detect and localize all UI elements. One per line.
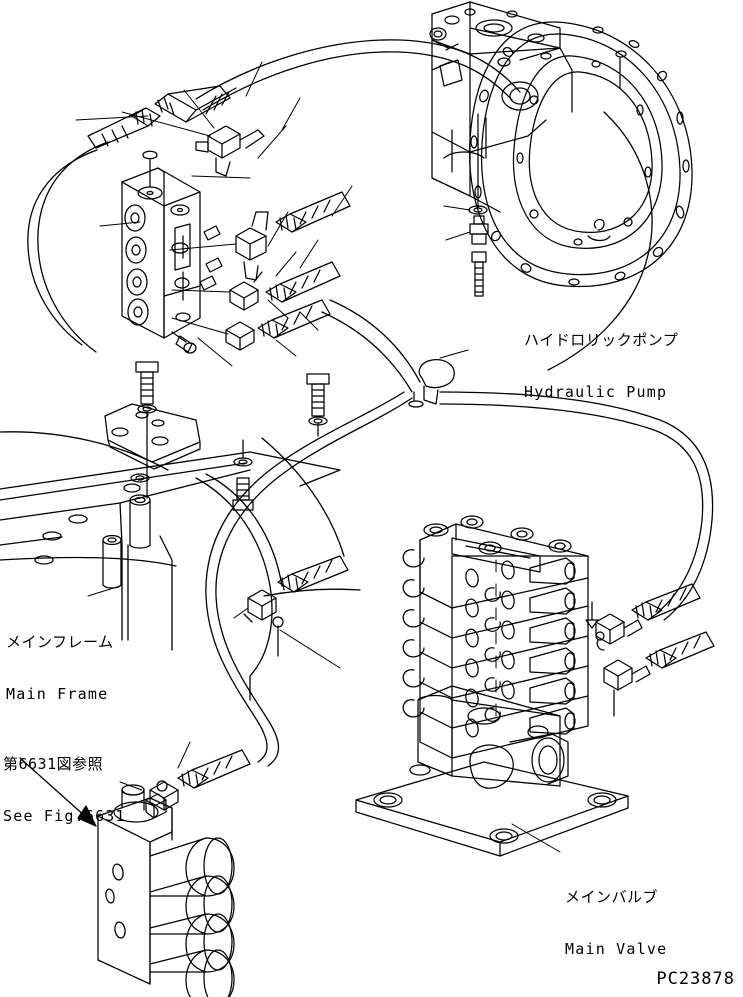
bolt xyxy=(135,361,159,405)
hose-end-ferrule xyxy=(257,299,331,339)
hose-end-ferrule xyxy=(277,555,349,593)
see-figure-arrow xyxy=(19,757,97,827)
main-frame xyxy=(0,451,341,701)
label-main-valve-en: Main Valve xyxy=(565,940,668,959)
elbow-fitting xyxy=(603,659,651,691)
mounting-bracket xyxy=(104,403,201,470)
main-valve-stack xyxy=(355,515,629,857)
bolt xyxy=(232,477,254,511)
label-see-figure: 第6631図参照 See Fig.6631 xyxy=(3,720,126,861)
label-hydraulic-pump-en: Hydraulic Pump xyxy=(524,383,668,402)
plug xyxy=(205,257,223,273)
label-main-frame: メインフレーム Main Frame xyxy=(6,598,114,739)
washer xyxy=(233,457,253,467)
valve-port-boss xyxy=(529,557,576,735)
spool-end-left xyxy=(402,549,425,718)
valve-ports xyxy=(465,560,515,738)
label-hydraulic-pump-jp: ハイドロリックポンプ xyxy=(524,330,679,349)
valve-check-plug xyxy=(484,587,501,722)
label-main-valve-jp: メインバルブ xyxy=(565,887,659,906)
hose-end-ferrule xyxy=(177,749,251,789)
elbow-fitting xyxy=(229,271,263,311)
bolt xyxy=(306,373,330,417)
pin xyxy=(156,780,168,792)
hose-end-ferrule xyxy=(87,107,161,149)
plug xyxy=(199,275,217,291)
spacer-collar xyxy=(102,534,122,589)
accumulator-block xyxy=(97,784,235,997)
cylinder xyxy=(149,837,235,897)
hose-fittings-left-lower xyxy=(233,555,349,669)
elbow-fitting xyxy=(195,125,265,177)
cylinder xyxy=(149,949,235,997)
main-valve-base-plate xyxy=(355,761,629,857)
label-hydraulic-pump: ハイドロリックポンプ Hydraulic Pump xyxy=(524,296,678,437)
label-main-valve: メインバルブ Main Valve xyxy=(565,853,667,994)
hardware-bolts-washers xyxy=(102,361,330,589)
elbow-fitting xyxy=(235,211,269,281)
elbow-fitting xyxy=(225,321,255,351)
hydraulic-pump-body xyxy=(429,1,693,288)
washer xyxy=(130,473,150,483)
hose-fittings-right-of-block xyxy=(199,191,351,351)
spacer-collar xyxy=(129,494,151,549)
accumulator-hose xyxy=(119,741,251,811)
hose-fittings-upper xyxy=(87,85,265,177)
label-main-frame-jp: メインフレーム xyxy=(6,632,114,651)
plug xyxy=(203,225,221,241)
hose-end-ferrule xyxy=(154,85,237,123)
bolt xyxy=(471,251,487,297)
hose-end-ferrule xyxy=(265,261,341,303)
hose-end-ferrule xyxy=(631,583,701,621)
label-see-figure-jp: 第6631図参照 xyxy=(3,754,104,773)
bolt xyxy=(469,215,489,245)
hose-fittings-main-valve xyxy=(585,583,715,717)
label-main-frame-en: Main Frame xyxy=(6,685,109,704)
drawing-number: PC23878 xyxy=(656,969,735,989)
hose-end-ferrule xyxy=(645,631,715,669)
leader-main-valve xyxy=(511,823,561,853)
hose-clamp xyxy=(408,349,469,408)
pump-mounting-flange xyxy=(468,21,693,288)
valve-section xyxy=(419,523,589,609)
leader-main-frame xyxy=(87,585,121,597)
hose-end-ferrule xyxy=(275,191,351,233)
pointer-arrow xyxy=(585,601,599,629)
solenoid-valve-block xyxy=(121,150,201,354)
cylinder xyxy=(149,913,235,973)
cylinder xyxy=(149,875,235,935)
leader-lines-upper xyxy=(75,61,353,367)
pump-mount-bolt xyxy=(443,113,489,297)
elbow-fitting xyxy=(243,589,277,623)
label-see-figure-en: See Fig.6631 xyxy=(3,807,126,826)
